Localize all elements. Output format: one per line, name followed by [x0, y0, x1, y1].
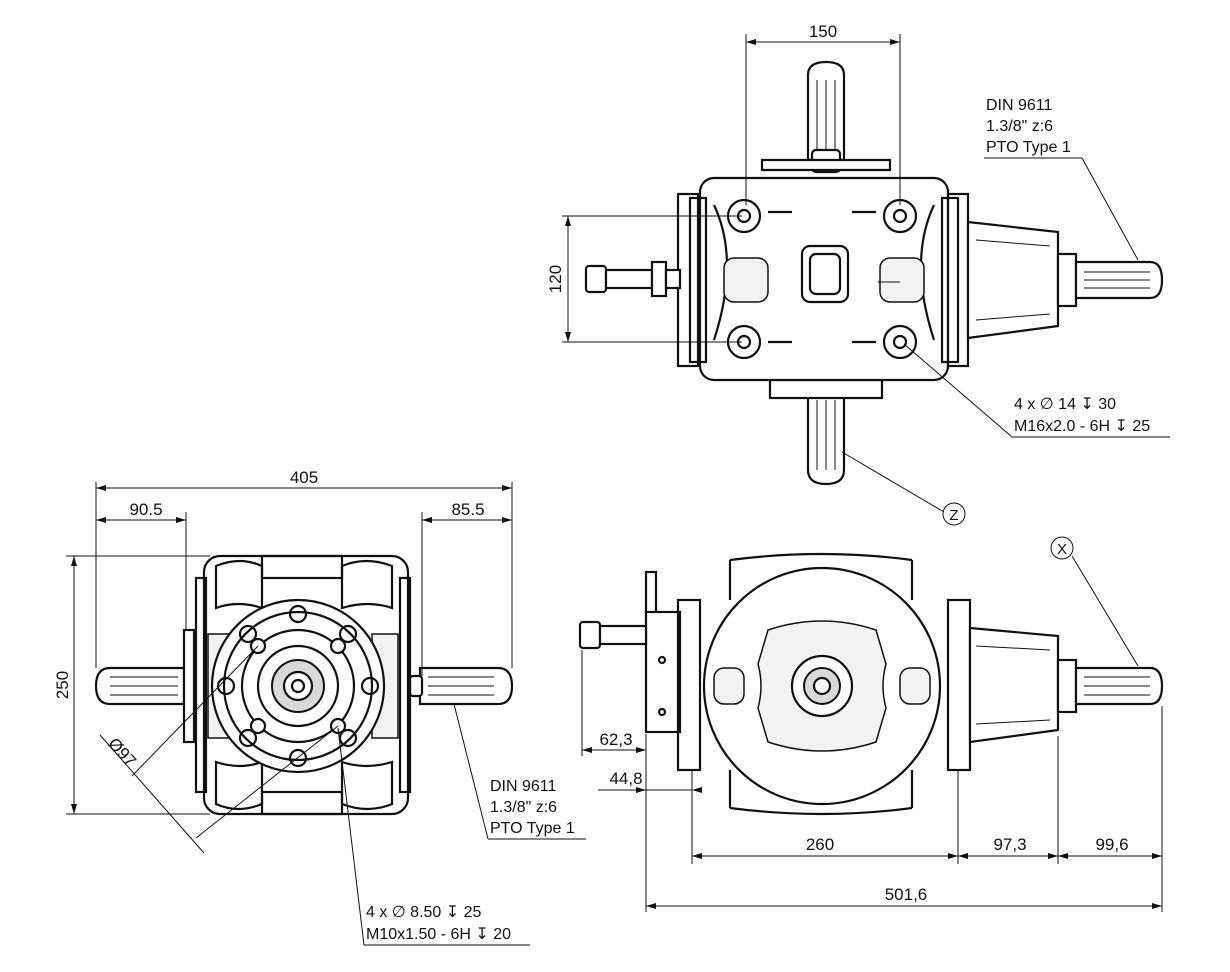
top-spec-line1: DIN 9611: [986, 97, 1053, 114]
top-view-dimensions: 150 120: [546, 22, 901, 343]
dim-405: 405: [290, 468, 318, 487]
top-view: 150 120 DIN 9611 1.3/8" z:6 PTO Type 1 4…: [546, 22, 1170, 526]
top-view-holes-spec: 4 x ∅ 14 ↧ 30 M16x2.0 - 6H ↧ 25: [903, 343, 1170, 438]
front-holes-line2: M10x1.50 - 6H ↧ 20: [366, 926, 511, 943]
side-view-dimensions: 62,3 44,8 260 97,3 99,6 501,6: [581, 650, 1163, 912]
label-x: X: [1050, 536, 1139, 667]
label-z: Z: [841, 451, 966, 526]
svg-text:X: X: [1057, 541, 1067, 558]
front-view: 405 90.5 85.5 250 Ø97 DIN 9611 1.3/8" z:…: [53, 468, 586, 946]
dim-120: 120: [546, 265, 565, 293]
dim-97-3: 97,3: [993, 835, 1026, 854]
dim-44-8: 44,8: [609, 769, 642, 788]
dim-62-3: 62,3: [599, 730, 632, 749]
top-view-housing: [676, 176, 970, 382]
top-view-left-stub: [584, 260, 682, 298]
dim-d97: Ø97: [104, 734, 140, 771]
side-view-shaft-right: [968, 626, 1164, 744]
front-holes-line1: 4 x ∅ 8.50 ↧ 25: [366, 904, 482, 921]
front-spec-line3: PTO Type 1: [490, 820, 575, 837]
side-view-left-stub: [578, 570, 682, 734]
front-view-shaft-spec: DIN 9611 1.3/8" z:6 PTO Type 1: [453, 703, 586, 840]
top-view-shaft-lower: [768, 378, 884, 486]
dim-99-6: 99,6: [1095, 835, 1128, 854]
front-view-shaft-left: [94, 628, 196, 744]
top-view-shaft-right: [966, 220, 1164, 340]
dim-150: 150: [809, 22, 837, 41]
front-view-flange: [210, 598, 386, 774]
top-spec-line3: PTO Type 1: [986, 139, 1071, 156]
dim-90-5: 90.5: [129, 500, 162, 519]
front-view-dimensions: 405 90.5 85.5 250 Ø97: [53, 468, 513, 854]
dim-501-6: 501,6: [885, 885, 928, 904]
front-spec-line1: DIN 9611: [490, 778, 557, 795]
dim-260: 260: [806, 835, 834, 854]
top-view-shaft-upper: [806, 60, 846, 174]
top-holes-line1: 4 x ∅ 14 ↧ 30: [1014, 396, 1116, 413]
top-view-shaft-spec: DIN 9611 1.3/8" z:6 PTO Type 1: [984, 97, 1139, 261]
svg-text:Z: Z: [949, 507, 958, 524]
top-spec-line2: 1.3/8" z:6: [986, 118, 1053, 135]
dim-250: 250: [53, 671, 72, 699]
top-holes-line2: M16x2.0 - 6H ↧ 25: [1014, 418, 1150, 435]
side-view-housing: [676, 552, 972, 816]
front-spec-line2: 1.3/8" z:6: [490, 799, 557, 816]
side-view: X 62,3 44,8 260 97,3 99,6: [578, 536, 1164, 912]
dim-85-5: 85.5: [451, 500, 484, 519]
front-view-holes-spec: 4 x ∅ 8.50 ↧ 25 M10x1.50 - 6H ↧ 20: [337, 727, 530, 946]
front-view-shaft-right: [408, 666, 514, 706]
